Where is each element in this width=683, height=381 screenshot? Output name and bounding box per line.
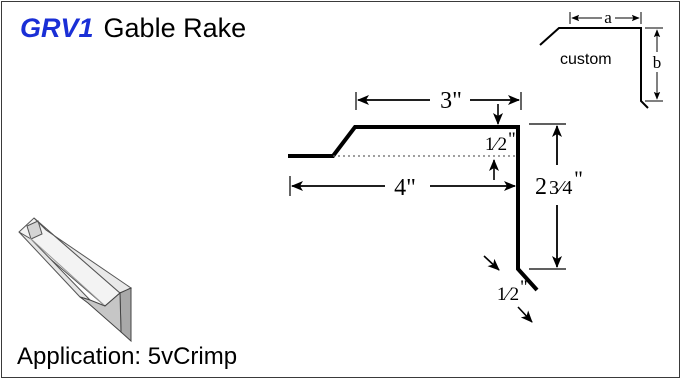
inset-custom-label: custom [560,51,612,68]
dim-height-unit: " [574,166,583,191]
product-name: Gable Rake [103,13,247,43]
inset-profile [539,27,649,109]
hem-arrow-2 [517,306,533,323]
custom-inset: a b custom [539,8,663,109]
dim-step-fraction: 1⁄2 [485,134,507,155]
dim-top-width: 3" [440,88,462,114]
inset-dim-a: a [604,8,612,27]
product-code: GRV1 [20,13,94,43]
hem-arrow-1 [483,255,500,271]
dim-step-unit: " [508,129,516,150]
dim-hem-unit: " [520,277,528,298]
application-label: Application: 5vCrimp [17,343,238,370]
rake-profile [288,125,539,292]
dim-height-fraction: 3⁄4 [549,177,572,199]
page-title: GRV1 Gable Rake [20,11,246,45]
inset-dim-b: b [653,53,662,72]
dim-full-width: 4" [394,175,416,201]
trim-3d-illustration [18,217,133,343]
dim-hem-fraction: 1⁄2 [497,284,519,305]
dim-height-whole: 2 [535,174,547,200]
